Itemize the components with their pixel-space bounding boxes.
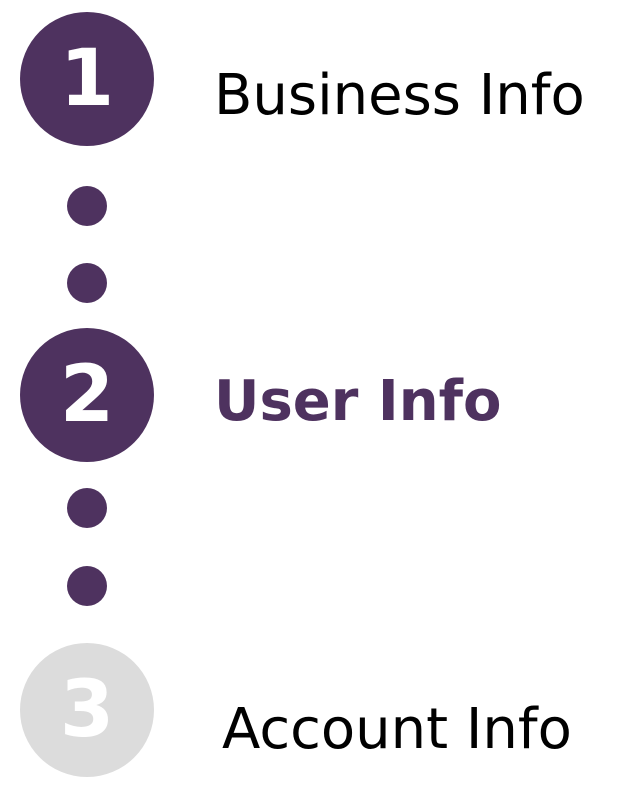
connector-dot	[67, 263, 107, 303]
step-1-label[interactable]: Business Info	[214, 63, 585, 128]
step-1-number: 1	[59, 34, 115, 124]
step-3-number: 3	[59, 665, 115, 755]
step-3-circle[interactable]: 3	[20, 643, 154, 777]
connector-dot	[67, 566, 107, 606]
step-2-number: 2	[59, 350, 115, 440]
step-2-circle[interactable]: 2	[20, 328, 154, 462]
step-3-label[interactable]: Account Info	[222, 697, 572, 762]
connector-dot	[67, 488, 107, 528]
connector-dot	[67, 186, 107, 226]
step-1-circle[interactable]: 1	[20, 12, 154, 146]
step-2-label[interactable]: User Info	[214, 369, 502, 434]
